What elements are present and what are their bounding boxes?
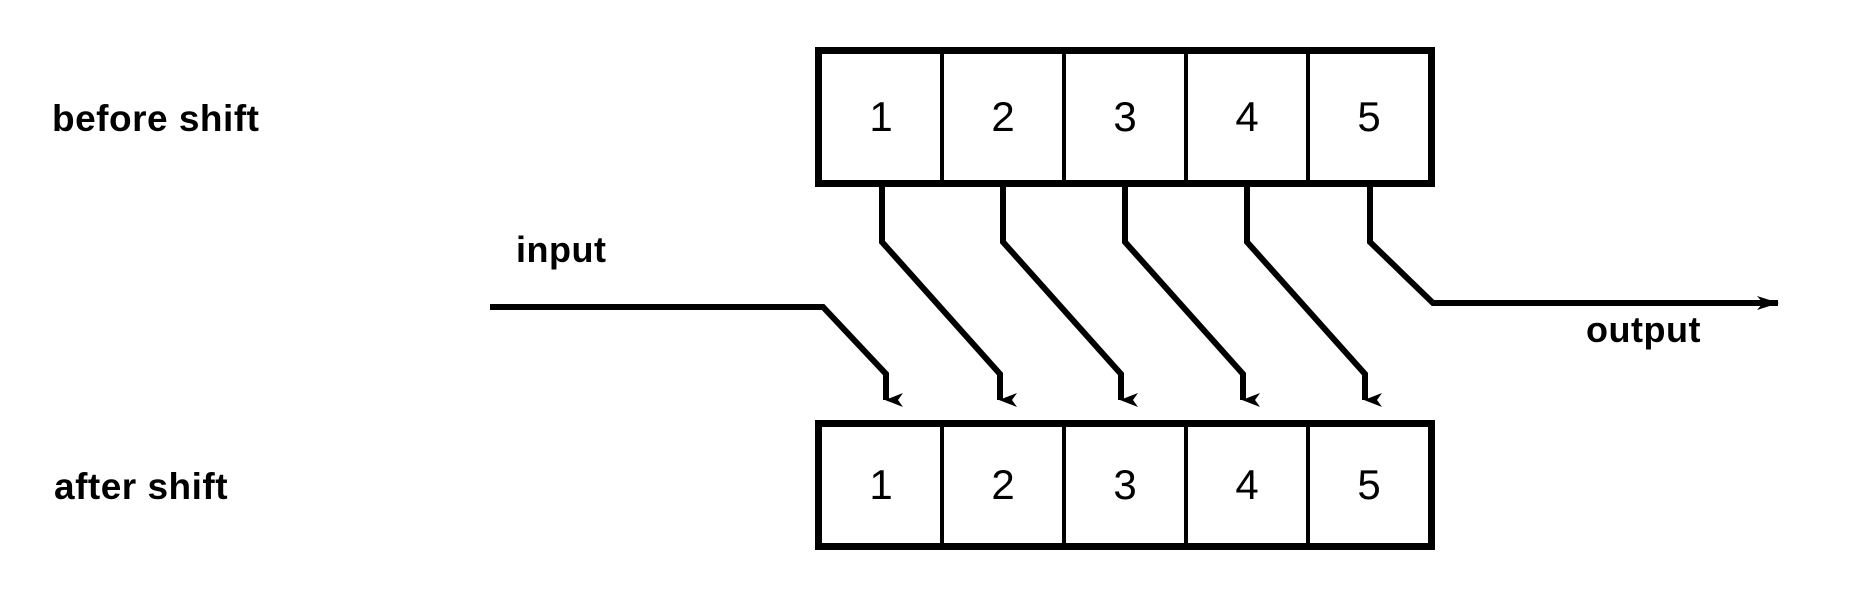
after-shift-label: after shift — [54, 466, 229, 507]
after-cell-1-value: 1 — [869, 461, 893, 508]
after-cell-5: 5 — [1310, 427, 1428, 543]
before-shift-register: 1 2 3 4 5 — [815, 47, 1435, 187]
before-cell-2: 2 — [944, 54, 1066, 180]
wire-cell-5-to-output — [1367, 187, 1779, 310]
output-label: output — [1586, 309, 1701, 350]
before-cell-1: 1 — [822, 54, 944, 180]
after-cell-3-value: 3 — [1113, 461, 1137, 508]
wire-cell-4-to-cell-5 — [1244, 187, 1382, 407]
before-cell-1-value: 1 — [869, 93, 893, 140]
after-cell-5-value: 5 — [1357, 461, 1381, 508]
after-shift-register: 1 2 3 4 5 — [815, 420, 1435, 550]
after-cell-3: 3 — [1066, 427, 1188, 543]
wire-cell-1-to-cell-2 — [879, 187, 1017, 407]
after-cell-4-value: 4 — [1235, 461, 1259, 508]
before-cell-5-value: 5 — [1357, 93, 1381, 140]
before-cell-4-value: 4 — [1235, 93, 1259, 140]
wire-cell-2-to-cell-3 — [1000, 187, 1138, 407]
after-cell-4: 4 — [1188, 427, 1310, 543]
after-cell-2-value: 2 — [991, 461, 1015, 508]
after-cell-1: 1 — [822, 427, 944, 543]
wire-cell-3-to-cell-4 — [1122, 187, 1260, 407]
before-cell-2-value: 2 — [991, 93, 1015, 140]
input-label: input — [516, 229, 607, 270]
before-cell-3: 3 — [1066, 54, 1188, 180]
wire-input-to-cell-1 — [490, 304, 903, 407]
before-shift-label: before shift — [52, 98, 260, 139]
before-cell-3-value: 3 — [1113, 93, 1137, 140]
before-cell-5: 5 — [1310, 54, 1428, 180]
after-cell-2: 2 — [944, 427, 1066, 543]
before-cell-4: 4 — [1188, 54, 1310, 180]
